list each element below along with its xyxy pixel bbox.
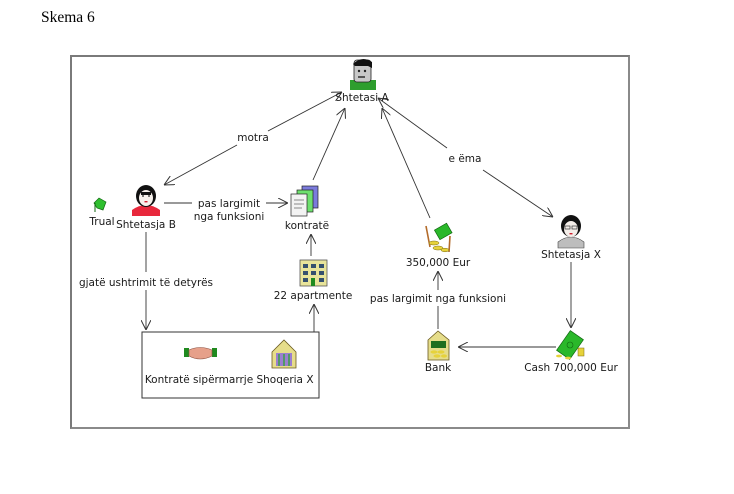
company-house-icon <box>271 339 297 369</box>
node-label: Trual <box>88 216 114 228</box>
node-label: kontratë <box>285 220 329 232</box>
cash-icon <box>556 330 585 360</box>
node-trual[interactable]: Trual <box>88 197 115 228</box>
edge-label-pas-largimit: pas largimit <box>198 198 260 210</box>
edge-350-to-a <box>382 108 431 219</box>
edge-motra-lower <box>164 144 238 185</box>
edge-label-nga-funksioni: nga funksioni <box>194 211 265 223</box>
node-label: 350,000 Eur <box>406 257 471 269</box>
node-shtetasja-x[interactable]: Shtetasja X <box>541 215 601 261</box>
diagram-title: Skema 6 <box>41 9 95 26</box>
money-construction-icon <box>425 222 453 253</box>
documents-icon <box>290 185 319 217</box>
edge-ema-lower <box>482 169 553 217</box>
node-label: Shtetasja B <box>116 219 176 231</box>
handshake-icon <box>184 347 217 360</box>
node-shtetasja-b[interactable]: Shtetasja B <box>116 185 176 231</box>
node-bank[interactable]: Bank <box>425 330 452 374</box>
node-label: 22 apartmente <box>274 290 353 302</box>
node-shtetasi-a[interactable]: Shtetasi A <box>335 58 389 104</box>
node-label: Kontratë sipërmarrje <box>145 374 253 386</box>
node-label: Shtetasi A <box>335 92 389 104</box>
node-label: Bank <box>425 362 452 374</box>
edge-label-e-ema: e ëma <box>449 153 482 165</box>
edge-label-gjate: gjatë ushtrimit të detyrës <box>79 277 213 289</box>
node-cash-700000-eur[interactable]: Cash 700,000 Eur <box>524 330 618 374</box>
edge-label-pas-largimit-2: pas largimit nga funksioni <box>370 293 506 305</box>
node-label: Shoqeria X <box>256 374 313 386</box>
edge-ema-upper <box>378 98 448 149</box>
node-kontrate-sipermarrje[interactable]: Kontratë sipërmarrje <box>145 347 253 387</box>
node-kontrate[interactable]: kontratë <box>285 185 329 232</box>
bank-icon <box>427 330 450 361</box>
edge-label-motra: motra <box>237 132 269 144</box>
node-22-apartmente[interactable]: 22 apartmente <box>274 259 353 302</box>
building-icon <box>299 259 328 287</box>
land-flag-icon <box>93 197 107 212</box>
woman-glasses-icon <box>557 215 585 249</box>
woman-icon <box>132 185 160 216</box>
node-350000-eur[interactable]: 350,000 Eur <box>406 222 471 269</box>
edge-kontrate-to-a <box>312 108 345 181</box>
node-label: Cash 700,000 Eur <box>524 362 618 374</box>
node-shoqeria-x[interactable]: Shoqeria X <box>256 339 314 386</box>
man-icon <box>350 58 376 90</box>
edge-motra-upper <box>267 92 342 132</box>
node-label: Shtetasja X <box>541 249 601 261</box>
